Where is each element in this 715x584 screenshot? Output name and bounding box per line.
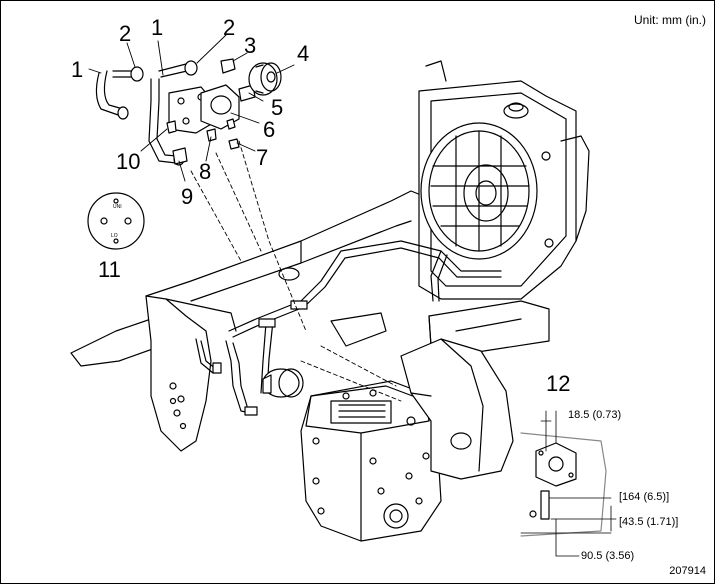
leader-lines [190,140,402,402]
callout-7: 7 [256,145,269,170]
svg-text:LO: LO [111,233,118,239]
dim-164: [164 (6.5)] [619,491,670,503]
callout-2-right: 2 [223,15,236,40]
detail-12-mount-dims [520,410,617,557]
callout-8: 8 [199,159,212,184]
callout-12: 12 [546,371,571,396]
detail-11-label-disc [87,192,145,250]
callout-1-top: 1 [151,15,164,40]
callout-5: 5 [271,95,284,120]
figure-number: 207914 [669,565,706,577]
chassis-frame [70,190,550,452]
label-disc-marks: UNI LO [111,204,122,239]
dim-18-5: 18.5 (0.73) [568,409,622,421]
cooling-lines [195,240,502,416]
callout-6: 6 [263,117,276,142]
callout-3: 3 [244,33,257,58]
unit-label: Unit: mm (in.) [634,13,706,27]
exploded-parts [95,58,282,166]
transmission [300,338,514,542]
svg-text:UNI: UNI [113,204,122,210]
dim-43-5: [43.5 (1.71)] [619,516,679,528]
callout-10: 10 [116,149,141,174]
callout-arrows [88,34,295,182]
callout-1-left: 1 [71,57,84,82]
callout-4: 4 [297,41,310,66]
callout-2-left: 2 [119,21,132,46]
dim-90-5: 90.5 (3.56) [581,550,635,562]
callout-9: 9 [181,184,194,209]
radiator-assembly [418,60,590,300]
callout-11: 11 [98,257,121,282]
